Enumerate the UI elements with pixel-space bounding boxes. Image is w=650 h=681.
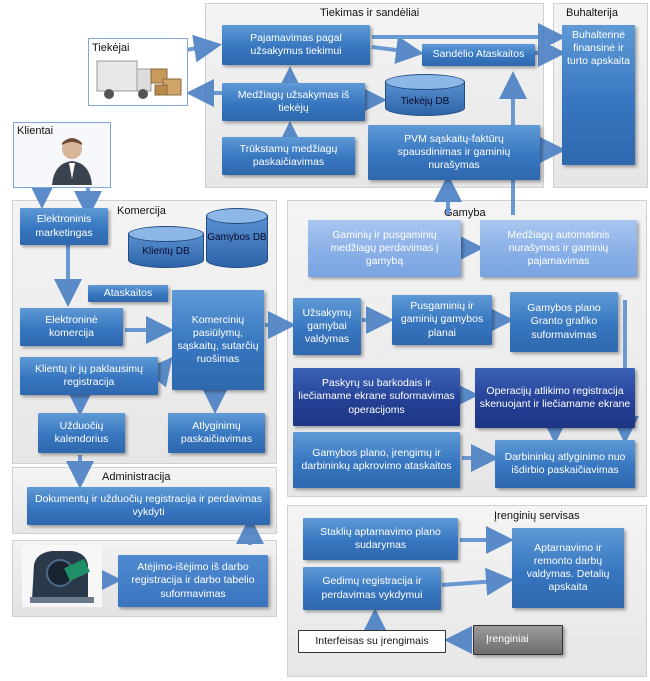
pusgaminiu-box[interactable]: Pusgaminių ir gaminių gamybos planai — [392, 295, 492, 345]
aptarnavimo-box[interactable]: Aptarnavimo ir remonto darbų valdymas. D… — [512, 528, 624, 608]
gamybos-db-label: Gamybos DB — [207, 232, 267, 243]
elektroninis-marketingas-box[interactable]: Elektroninis marketingas — [20, 208, 108, 245]
pajamavimas-box[interactable]: Pajamavimas pagal užsakymus tiekimui — [222, 25, 370, 65]
truck-icon — [96, 60, 182, 99]
gamybos-plano-box[interactable]: Gamybos plano Granto grafiko suformavima… — [510, 292, 618, 352]
klientu-db-label: Klientų DB — [142, 246, 190, 257]
uzsakymu-box[interactable]: Užsakymų gamybai valdymas — [293, 298, 361, 355]
buhalterine-box[interactable]: Buhalterinė finansinė ir turto apskaita — [562, 25, 635, 165]
card-reader-icon — [22, 545, 102, 607]
region-komercija-label: Komercija — [117, 205, 166, 217]
region-administracija-label: Administracija — [102, 471, 171, 483]
komerciniu-box[interactable]: Komercinių pasiūlymų, sąskaitų, sutarčių… — [172, 290, 264, 390]
tiekeju-db[interactable]: Tiekėjų DB — [385, 74, 465, 116]
atlyginimu-box[interactable]: Atlyginimų paskaičiavimas — [168, 413, 265, 453]
klientai-image: Klientai — [13, 122, 111, 188]
darbininku-box[interactable]: Darbininkų atlyginimo nuo išdirbio paska… — [495, 440, 635, 488]
medziagu-uzsakymas-box[interactable]: Medžiagų užsakymas iš tiekėjų — [222, 83, 365, 121]
region-buhalterija-label: Buhalterija — [566, 7, 618, 19]
uzduociu-kalendorius-box[interactable]: Užduočių kalendorius — [38, 413, 125, 453]
medziagu-automatinis-box[interactable]: Medžiagų automatinis nurašymas ir gamini… — [480, 220, 637, 277]
sandelio-ataskaitos-box[interactable]: Sandėlio Ataskaitos — [422, 44, 535, 66]
region-irenginiu-label: Įrenginių servisas — [494, 510, 580, 522]
elektronine-komercija-box[interactable]: Elektroninė komercija — [20, 308, 123, 346]
gaminiu-pusgaminiu-box[interactable]: Gaminių ir pusgaminių medžiagų perdavima… — [308, 220, 461, 277]
interfeisas-box[interactable]: Interfeisas su įrengimais — [298, 630, 446, 653]
stakliu-box[interactable]: Staklių aptarnavimo plano sudarymas — [303, 518, 458, 560]
tiekejai-label: Tiekėjai — [92, 42, 130, 54]
tiekejai-image: Tiekėjai — [88, 38, 188, 106]
klientu-db[interactable]: Klientų DB — [128, 226, 204, 268]
klientu-registracija-box[interactable]: Klientų ir jų paklausimų registracija — [20, 357, 158, 395]
trukstamu-box[interactable]: Trūkstamų medžiagų paskaičiavimas — [222, 137, 355, 175]
irenginiai-box[interactable]: Įrenginiai — [473, 625, 563, 655]
region-gamyba-label: Gamyba — [444, 207, 486, 219]
tiekeju-db-label: Tiekėjų DB — [400, 96, 450, 107]
klientai-label: Klientai — [17, 125, 54, 137]
client-person-icon — [52, 138, 92, 185]
dokumentu-box[interactable]: Dokumentų ir užduočių registracija ir pe… — [27, 487, 270, 525]
pvm-box[interactable]: PVM sąskaitų-faktūrų spausdinimas ir gam… — [368, 125, 540, 180]
gamybos-db[interactable]: Gamybos DB — [206, 208, 268, 268]
ataskaitos-box[interactable]: Ataskaitos — [88, 285, 168, 302]
gamybos-ataskaitos-box[interactable]: Gamybos plano, įrengimų ir darbininkų ap… — [293, 432, 460, 488]
paskyru-box[interactable]: Paskyrų su barkodais ir liečiamame ekran… — [293, 368, 460, 426]
atejimo-box[interactable]: Atėjimo-išėjimo iš darbo registracija ir… — [118, 555, 268, 607]
gedimu-box[interactable]: Gedimų registracija ir perdavimas vykdym… — [303, 567, 441, 610]
region-tiekimas-label: Tiekimas ir sandėliai — [320, 7, 420, 19]
operaciju-box[interactable]: Operacijų atlikimo registracija skenuoja… — [475, 368, 635, 428]
